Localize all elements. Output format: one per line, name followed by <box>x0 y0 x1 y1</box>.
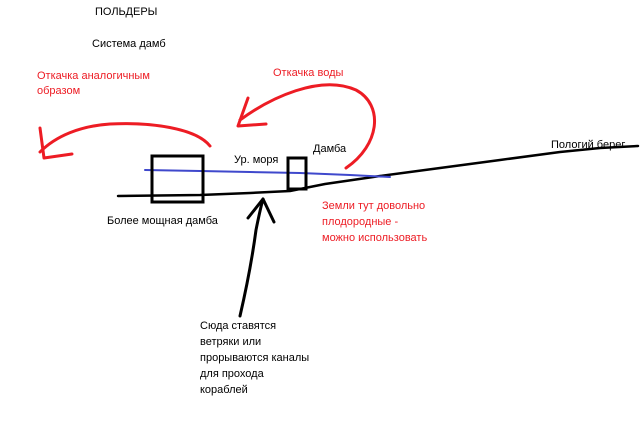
pump-similar-arrow <box>38 122 212 154</box>
label-dam: Дамба <box>313 143 347 155</box>
label-pump-similar-line1: Откачка аналогичным <box>37 70 150 82</box>
sea-level-line <box>144 169 391 178</box>
label-note-line4: для прохода <box>200 368 264 380</box>
label-lands-line2: плодородные - <box>322 216 399 228</box>
label-note-line5: кораблей <box>200 384 248 396</box>
label-note-line1: Сюда ставятся <box>200 320 277 332</box>
label-lands-line1: Земли тут довольно <box>322 200 426 212</box>
pump-water-arrowhead <box>236 96 268 128</box>
label-pump-water: Откачка воды <box>273 67 344 79</box>
diagram-title: ПОЛЬДЕРЫ <box>95 6 158 18</box>
dam-box <box>286 156 308 191</box>
pump-water-arrow <box>238 83 377 170</box>
pointer-arrowhead <box>246 197 276 224</box>
label-gentle-shore: Пологий берег <box>551 139 626 151</box>
label-sea-level: Ур. моря <box>234 154 279 166</box>
diagram-subtitle: Система дамб <box>92 38 166 50</box>
label-note-line2: ветряки или <box>200 336 262 348</box>
strong-dam-box <box>150 154 205 204</box>
pump-similar-arrowhead <box>38 126 74 160</box>
pointer-arrow <box>238 197 265 318</box>
label-lands-line3: можно использовать <box>322 232 428 244</box>
label-strong-dam: Более мощная дамба <box>107 215 218 227</box>
label-pump-similar-line2: образом <box>37 85 81 97</box>
label-note-line3: прорываются каналы <box>200 352 310 364</box>
